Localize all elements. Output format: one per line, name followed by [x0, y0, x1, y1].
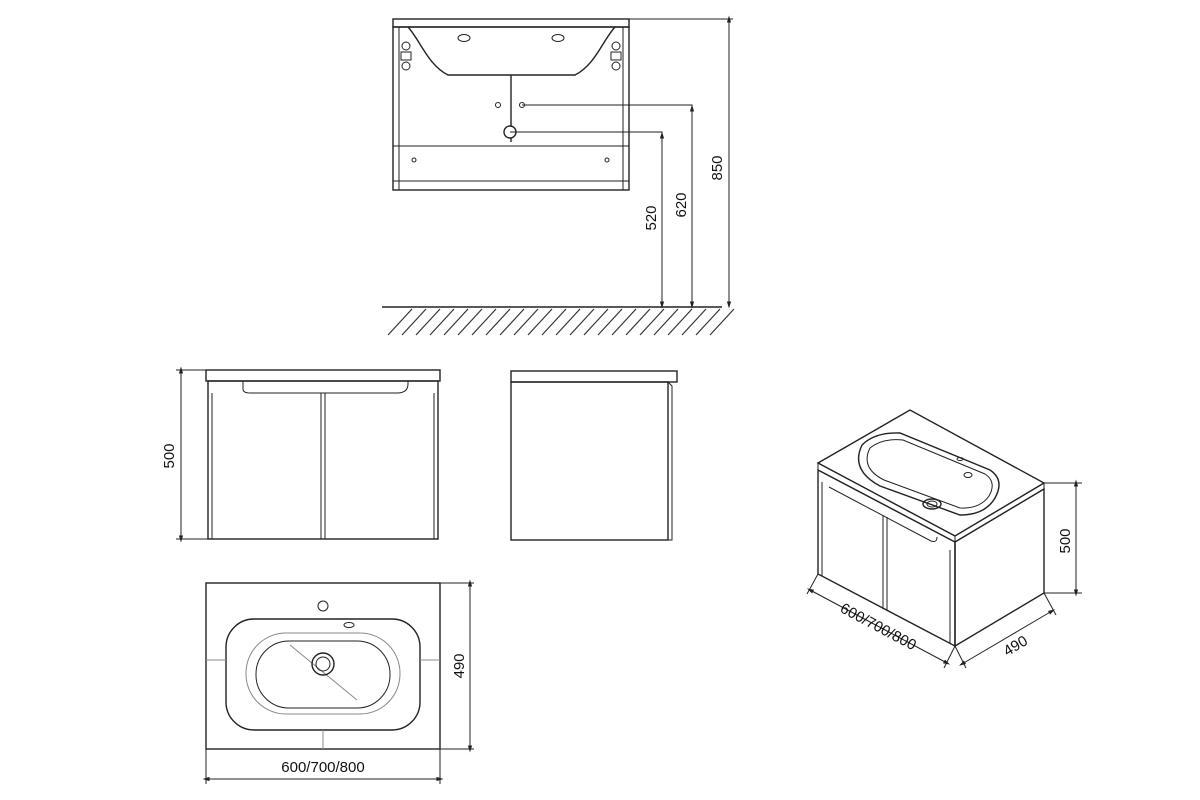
- side-door-profile: [667, 381, 673, 541]
- iso-drain: [922, 498, 942, 510]
- front-view: 500: [161, 366, 441, 543]
- top-basin-bottom: [255, 640, 391, 709]
- iso-side-face: [954, 487, 1045, 648]
- top-view: 490 600/700/800: [202, 579, 474, 784]
- leader-620: [522, 104, 693, 305]
- iso-handle-groove: [828, 486, 938, 542]
- hatch-line: [625, 308, 651, 336]
- dim-line-width-iso: [806, 588, 951, 665]
- hatch-line: [387, 308, 413, 336]
- top-tap-hole: [317, 600, 329, 612]
- hatch-line: [611, 308, 637, 336]
- side-countertop: [510, 370, 678, 383]
- elevation-screw-right: [604, 157, 610, 163]
- hatch-line: [653, 308, 679, 336]
- wall-elevation-view: 850 620 520: [382, 15, 735, 336]
- hatch-line: [415, 308, 441, 336]
- iso-top-face: [816, 409, 1046, 537]
- elevation-cabinet-body: [392, 26, 630, 191]
- front-countertop: [205, 369, 441, 382]
- hatch-line: [541, 308, 567, 336]
- elevation-supply-left: [495, 102, 501, 108]
- top-drain: [311, 652, 335, 676]
- leader-iso-490-left: [954, 645, 967, 669]
- dim-line-490-iso: [958, 609, 1056, 666]
- hatch-line: [639, 308, 665, 336]
- elevation-tap-hole-right: [551, 34, 565, 42]
- hatch-line: [457, 308, 483, 336]
- top-basin-slope: [289, 644, 358, 701]
- hatch-line: [681, 308, 707, 336]
- top-countertop: [205, 582, 441, 750]
- hatch-line: [513, 308, 539, 336]
- leader-iso-width-right: [943, 645, 956, 669]
- label-width-top: 600/700/800: [281, 759, 364, 776]
- iso-overflow-hole: [956, 457, 964, 461]
- hatch-line: [695, 308, 721, 336]
- label-500-front: 500: [161, 443, 178, 468]
- elevation-countertop: [392, 18, 630, 28]
- hatch-line: [485, 308, 511, 336]
- top-drain-inner: [315, 656, 331, 672]
- label-520: 520: [643, 205, 660, 230]
- front-cabinet: [207, 380, 439, 540]
- hatch-line: [401, 308, 427, 336]
- elevation-basin-bowl: [407, 26, 616, 76]
- iso-tap-hole: [963, 472, 973, 478]
- elevation-tap-hole-left: [457, 34, 471, 42]
- hatch-line: [471, 308, 497, 336]
- top-basin-inner: [245, 632, 401, 715]
- label-width-iso: 600/700/800: [837, 600, 919, 654]
- isometric-view: 500 600/700/800 490: [806, 409, 1082, 669]
- label-850: 850: [709, 155, 726, 180]
- hatch-line: [569, 308, 595, 336]
- iso-drain-inner: [926, 500, 938, 508]
- top-overflow-hole: [343, 622, 355, 628]
- iso-top-side-edge: [954, 482, 1045, 543]
- hatch-line: [499, 308, 525, 336]
- label-500-iso: 500: [1057, 528, 1074, 553]
- hatch-line: [443, 308, 469, 336]
- hatch-line: [555, 308, 581, 336]
- label-620: 620: [673, 192, 690, 217]
- leader-520: [510, 131, 663, 305]
- hatch-line: [527, 308, 553, 336]
- hatch-line: [597, 308, 623, 336]
- side-cabinet: [510, 381, 669, 541]
- label-490-top: 490: [451, 653, 468, 678]
- side-view: [510, 370, 678, 541]
- label-490-iso: 490: [1001, 632, 1031, 659]
- iso-basin-inner: [866, 439, 993, 509]
- hatch-line: [429, 308, 455, 336]
- floor-hatching: [387, 308, 735, 336]
- hatch-line: [709, 308, 735, 336]
- hatch-line: [583, 308, 609, 336]
- hatch-line: [667, 308, 693, 336]
- iso-basin-outer: [857, 432, 1000, 516]
- elevation-bracket-left: [400, 41, 412, 71]
- elevation-bracket-right: [610, 41, 622, 71]
- front-handle-groove: [242, 381, 409, 394]
- elevation-screw-left: [411, 157, 417, 163]
